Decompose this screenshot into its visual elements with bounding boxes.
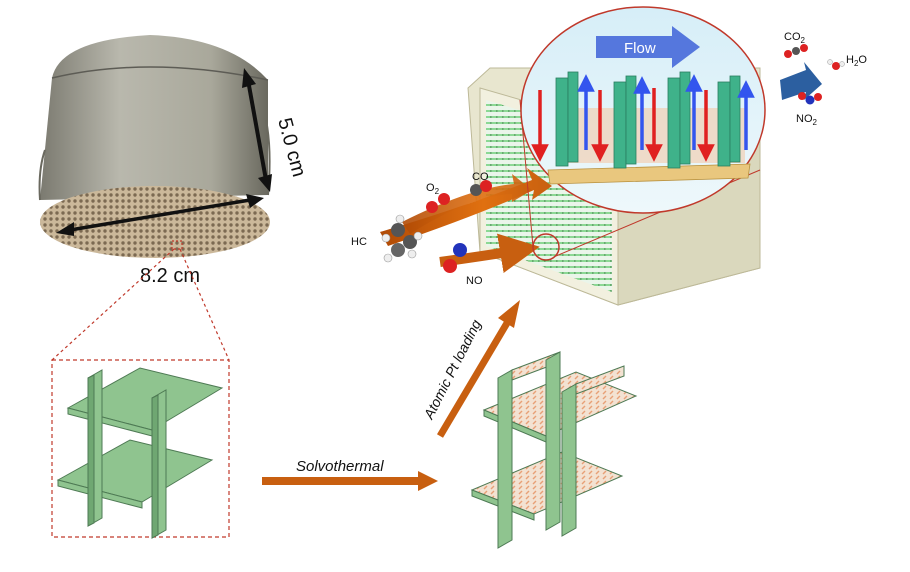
diameter-dimension-arrow bbox=[56, 194, 264, 236]
pt-loading-arrow bbox=[436, 300, 520, 438]
pt-loaded-grid bbox=[470, 351, 638, 549]
no-label: NO bbox=[466, 275, 483, 287]
pt-loading-label: Atomic Pt loading bbox=[420, 317, 484, 422]
height-label: 5.0 cm bbox=[273, 116, 310, 180]
no2-label: NO2 bbox=[796, 113, 818, 127]
h2o-molecule bbox=[827, 59, 845, 70]
bare-grid bbox=[56, 367, 224, 539]
zoom-lines bbox=[51, 248, 230, 361]
bubble-red-arrows bbox=[531, 88, 715, 162]
no-molecule bbox=[443, 243, 467, 273]
height-dimension-arrow bbox=[242, 68, 272, 192]
h2o-label: H2O bbox=[846, 54, 867, 68]
flow-arrow bbox=[596, 26, 700, 68]
co-molecule bbox=[470, 180, 492, 196]
zoom-spot bbox=[171, 240, 183, 250]
zoom-box bbox=[51, 359, 230, 538]
monolith-cylinder bbox=[38, 35, 271, 258]
o2-label: O2 bbox=[426, 182, 440, 196]
hc-label: HC bbox=[351, 236, 367, 248]
co2-molecule bbox=[784, 44, 808, 58]
co2-label: CO2 bbox=[784, 31, 806, 45]
no2-molecule bbox=[798, 92, 822, 105]
solvothermal-label: Solvothermal bbox=[296, 458, 384, 475]
outlet-arrow bbox=[780, 62, 822, 100]
hc-molecule bbox=[381, 214, 423, 263]
co-label: CO bbox=[472, 171, 489, 183]
solvothermal-arrow bbox=[262, 471, 438, 491]
flow-label: Flow bbox=[624, 40, 656, 57]
bubble-catalyst-pillars bbox=[555, 71, 741, 169]
diameter-label: 8.2 cm bbox=[140, 265, 200, 287]
honeycomb-face bbox=[40, 186, 270, 258]
o2-molecule bbox=[426, 193, 450, 213]
bubble-blue-arrows bbox=[577, 74, 755, 150]
